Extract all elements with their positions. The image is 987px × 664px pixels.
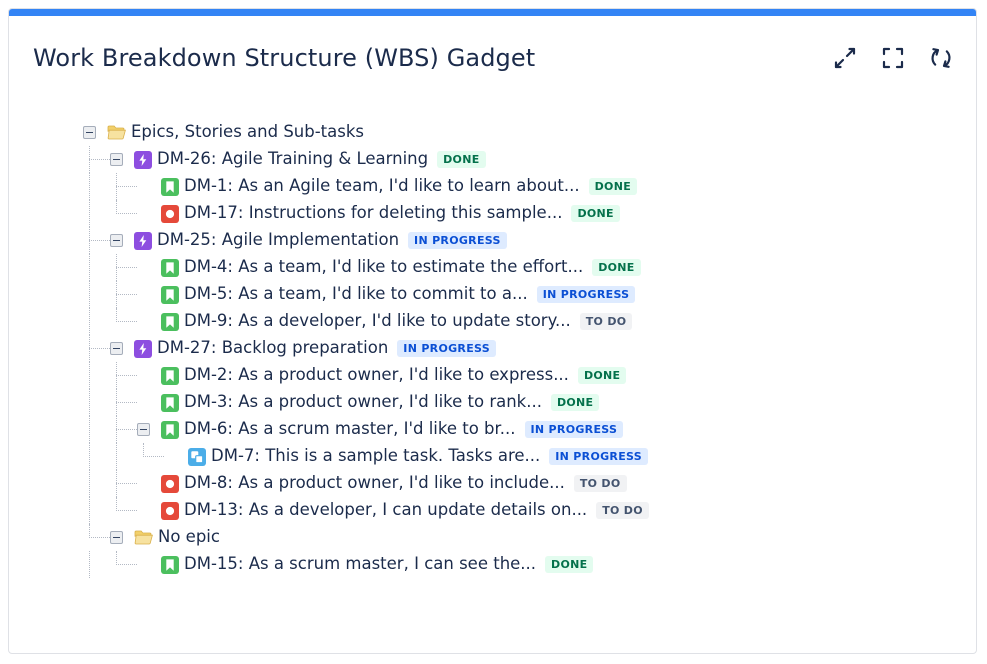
tree-node[interactable]: DM-2: As a product owner, I'd like to ex… bbox=[83, 362, 976, 389]
issue-label[interactable]: DM-2: As a product owner, I'd like to ex… bbox=[184, 365, 569, 385]
accent-bar bbox=[9, 9, 976, 16]
status-badge: DONE bbox=[571, 205, 620, 222]
tree-node[interactable]: DM-9: As a developer, I'd like to update… bbox=[83, 308, 976, 335]
status-badge: IN PROGRESS bbox=[397, 340, 496, 357]
tree-node[interactable]: DM-15: As a scrum master, I can see the.… bbox=[83, 551, 976, 578]
fullscreen-icon[interactable] bbox=[880, 45, 906, 71]
issue-label[interactable]: DM-26: Agile Training & Learning bbox=[157, 149, 429, 169]
toggle-spacer bbox=[137, 477, 150, 490]
folder-icon bbox=[134, 529, 153, 547]
status-badge: TO DO bbox=[596, 502, 649, 519]
collapse-toggle[interactable] bbox=[137, 423, 150, 436]
group-label[interactable]: Epics, Stories and Sub-tasks bbox=[131, 122, 365, 142]
tree-node[interactable]: DM-13: As a developer, I can update deta… bbox=[83, 497, 976, 524]
story-icon bbox=[161, 258, 179, 277]
issue-label[interactable]: DM-3: As a product owner, I'd like to ra… bbox=[184, 392, 542, 412]
issue-label[interactable]: DM-5: As a team, I'd like to commit to a… bbox=[184, 284, 528, 304]
status-badge: DONE bbox=[437, 151, 486, 168]
group-label[interactable]: No epic bbox=[158, 527, 220, 547]
status-badge: IN PROGRESS bbox=[524, 421, 624, 438]
tree-node[interactable]: DM-7: This is a sample task. Tasks are..… bbox=[83, 443, 976, 470]
story-icon bbox=[161, 420, 179, 439]
epic-icon bbox=[134, 150, 152, 169]
story-icon bbox=[161, 366, 179, 385]
collapse-icon[interactable] bbox=[832, 45, 858, 71]
tree-node[interactable]: DM-3: As a product owner, I'd like to ra… bbox=[83, 389, 976, 416]
toggle-spacer bbox=[164, 450, 177, 463]
tree-node[interactable]: DM-25: Agile Implementation IN PROGRESS bbox=[83, 227, 976, 254]
tree-node[interactable]: DM-27: Backlog preparation IN PROGRESS bbox=[83, 335, 976, 362]
status-badge: IN PROGRESS bbox=[549, 448, 648, 465]
toggle-spacer bbox=[137, 369, 150, 382]
issue-label[interactable]: DM-15: As a scrum master, I can see the.… bbox=[184, 554, 537, 574]
collapse-toggle[interactable] bbox=[83, 126, 96, 139]
issue-label[interactable]: DM-6: As a scrum master, I'd like to br.… bbox=[184, 419, 516, 439]
toggle-spacer bbox=[137, 180, 150, 193]
tree-node[interactable]: DM-17: Instructions for deleting this sa… bbox=[83, 200, 976, 227]
header-actions bbox=[832, 45, 954, 71]
epic-icon bbox=[134, 339, 152, 358]
story-icon bbox=[161, 312, 179, 331]
status-badge: DONE bbox=[592, 259, 641, 276]
toggle-spacer bbox=[137, 315, 150, 328]
issue-label[interactable]: DM-13: As a developer, I can update deta… bbox=[184, 500, 588, 520]
tree-node[interactable]: DM-5: As a team, I'd like to commit to a… bbox=[83, 281, 976, 308]
toggle-spacer bbox=[137, 558, 150, 571]
page-title: Work Breakdown Structure (WBS) Gadget bbox=[33, 44, 536, 72]
subtask-icon bbox=[188, 447, 206, 466]
issue-label[interactable]: DM-17: Instructions for deleting this sa… bbox=[184, 203, 563, 223]
issue-label[interactable]: DM-4: As a team, I'd like to estimate th… bbox=[184, 257, 584, 277]
refresh-icon[interactable] bbox=[928, 45, 954, 71]
issue-label[interactable]: DM-9: As a developer, I'd like to update… bbox=[184, 311, 571, 331]
bug-icon bbox=[161, 501, 179, 520]
tree-node[interactable]: Epics, Stories and Sub-tasks bbox=[83, 119, 976, 146]
tree-node[interactable]: DM-1: As an Agile team, I'd like to lear… bbox=[83, 173, 976, 200]
status-badge: DONE bbox=[545, 556, 594, 573]
gadget-header: Work Breakdown Structure (WBS) Gadget bbox=[9, 16, 976, 100]
status-badge: DONE bbox=[550, 394, 600, 411]
folder-icon bbox=[107, 124, 126, 142]
tree-node[interactable]: No epic bbox=[83, 524, 976, 551]
tree-node[interactable]: DM-26: Agile Training & Learning DONE bbox=[83, 146, 976, 173]
issue-label[interactable]: DM-25: Agile Implementation bbox=[157, 230, 400, 250]
story-icon bbox=[161, 555, 179, 574]
toggle-spacer bbox=[137, 207, 150, 220]
collapse-toggle[interactable] bbox=[110, 234, 123, 247]
toggle-spacer bbox=[137, 288, 150, 301]
epic-icon bbox=[134, 231, 152, 250]
story-icon bbox=[161, 393, 179, 412]
toggle-spacer bbox=[137, 261, 150, 274]
status-badge: DONE bbox=[588, 178, 638, 195]
issue-label[interactable]: DM-27: Backlog preparation bbox=[157, 338, 389, 358]
status-badge: IN PROGRESS bbox=[536, 286, 636, 303]
bug-icon bbox=[161, 204, 179, 223]
issue-label[interactable]: DM-7: This is a sample task. Tasks are..… bbox=[211, 446, 541, 466]
issue-label[interactable]: DM-8: As a product owner, I'd like to in… bbox=[184, 473, 565, 493]
toggle-spacer bbox=[137, 504, 150, 517]
bug-icon bbox=[161, 474, 179, 493]
issue-label[interactable]: DM-1: As an Agile team, I'd like to lear… bbox=[184, 176, 580, 196]
status-badge: DONE bbox=[577, 367, 627, 384]
tree-node[interactable]: DM-4: As a team, I'd like to estimate th… bbox=[83, 254, 976, 281]
status-badge: TO DO bbox=[579, 313, 633, 330]
collapse-toggle[interactable] bbox=[110, 342, 123, 355]
wbs-gadget-card: Work Breakdown Structure (WBS) Gadget bbox=[8, 8, 977, 654]
story-icon bbox=[161, 177, 179, 196]
status-badge: TO DO bbox=[573, 475, 627, 492]
tree-node[interactable]: DM-8: As a product owner, I'd like to in… bbox=[83, 470, 976, 497]
collapse-toggle[interactable] bbox=[110, 153, 123, 166]
status-badge: IN PROGRESS bbox=[408, 232, 507, 249]
toggle-spacer bbox=[137, 396, 150, 409]
tree-node[interactable]: DM-6: As a scrum master, I'd like to br.… bbox=[83, 416, 976, 443]
story-icon bbox=[161, 285, 179, 304]
collapse-toggle[interactable] bbox=[110, 531, 123, 544]
